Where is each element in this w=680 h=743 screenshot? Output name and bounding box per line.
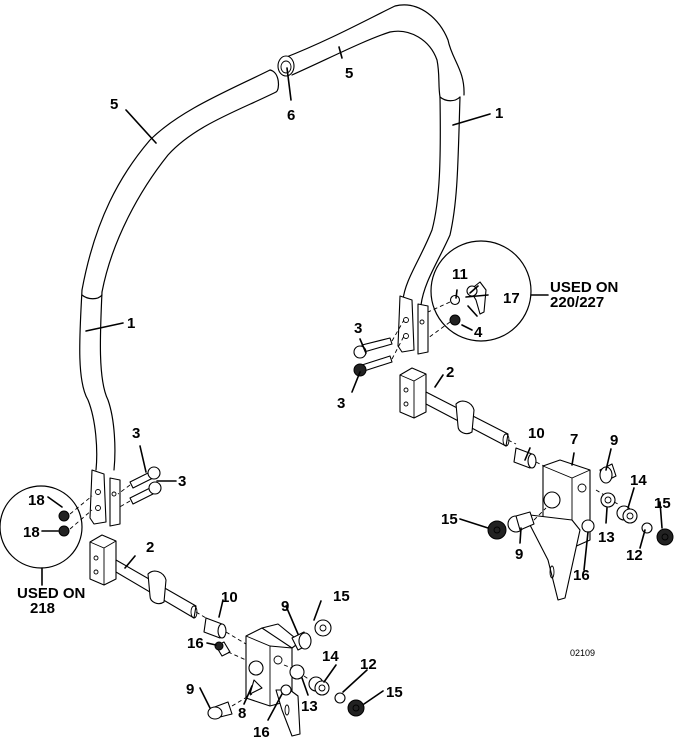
callout-3-b: 3	[337, 395, 345, 412]
callout-5-left: 5	[110, 96, 118, 113]
bolt-part-3-left-lower	[117, 481, 162, 509]
bushing-part-10-right	[513, 447, 549, 469]
callout-6: 6	[287, 107, 295, 124]
callout-16-left-bottom: 16	[253, 724, 270, 741]
callout-14-right: 14	[630, 472, 647, 489]
callout-4: 4	[474, 324, 483, 341]
callout-9-left-top: 9	[281, 598, 289, 615]
callout-9-right-bottom: 9	[515, 546, 523, 563]
note-left-line2: 218	[30, 600, 55, 617]
pivot-bracket-part-8	[245, 623, 301, 737]
top-tube-part-5	[277, 4, 465, 98]
note-right-line2: 220/227	[550, 294, 604, 311]
shaft-part-2-right	[399, 367, 517, 447]
bolt-part-3-left-upper	[117, 466, 161, 495]
leader-lines	[41, 46, 663, 721]
callout-3-c: 3	[132, 425, 140, 442]
callout-11: 11	[452, 266, 468, 283]
note-left-line1: USED ON	[17, 585, 85, 602]
callout-9-right-top: 9	[610, 432, 618, 449]
callout-18-b: 18	[23, 524, 40, 541]
callout-7: 7	[570, 431, 578, 448]
callout-1-right: 1	[495, 105, 503, 122]
left-tube-bracket	[89, 469, 121, 527]
callout-15-left-top: 15	[333, 588, 350, 605]
pivot-bracket-part-7	[529, 459, 595, 601]
callout-16-left-top: 16	[187, 635, 204, 652]
right-assembly-hardware	[487, 463, 674, 546]
shaft-part-2-left	[89, 534, 207, 619]
callout-15-right-far: 15	[654, 495, 671, 512]
bolt-part-3-right-upper	[353, 319, 405, 359]
callout-5-top: 5	[345, 65, 353, 82]
callout-18-a: 18	[28, 492, 45, 509]
callout-9-left-bottom: 9	[186, 681, 194, 698]
detail-circle-218	[0, 485, 93, 586]
callout-labels: 5 6 5 1 1 11 17 4 3 3 2 3 3 18 18 2 10 7…	[23, 65, 671, 741]
callout-10-left: 10	[221, 589, 238, 606]
callout-2-left: 2	[146, 539, 154, 556]
callout-13-right: 13	[598, 529, 615, 546]
bolt-part-3-right-lower	[353, 335, 405, 377]
callout-1-left: 1	[127, 315, 135, 332]
callout-14-left: 14	[322, 648, 339, 665]
callout-8: 8	[238, 705, 246, 722]
callout-16-right: 16	[573, 567, 590, 584]
note-right-line1: USED ON	[550, 279, 618, 296]
callout-15-left-bottom: 15	[386, 684, 403, 701]
left-assembly-hardware	[207, 619, 365, 720]
drawing-number: 02109	[570, 648, 595, 658]
callout-10-right: 10	[528, 425, 545, 442]
callout-12-right: 12	[626, 547, 643, 564]
callout-3-d: 3	[178, 473, 186, 490]
callout-13-left: 13	[301, 698, 318, 715]
bushing-part-10-left	[203, 617, 247, 645]
left-tube-lower-part-1	[79, 289, 116, 471]
callout-3-a: 3	[354, 320, 362, 337]
note-used-on-220-227: USED ON 220/227	[550, 279, 618, 311]
right-tube-bracket	[397, 295, 429, 355]
left-tube-upper-part-5	[81, 69, 280, 293]
callout-15-right-near: 15	[441, 511, 458, 528]
right-tube-part-1	[402, 96, 461, 306]
note-used-on-218: USED ON 218	[17, 585, 85, 617]
callout-2-right: 2	[446, 364, 454, 381]
callout-17: 17	[503, 290, 520, 307]
callout-12-left: 12	[360, 656, 377, 673]
detail-circle-220-227	[427, 240, 549, 342]
